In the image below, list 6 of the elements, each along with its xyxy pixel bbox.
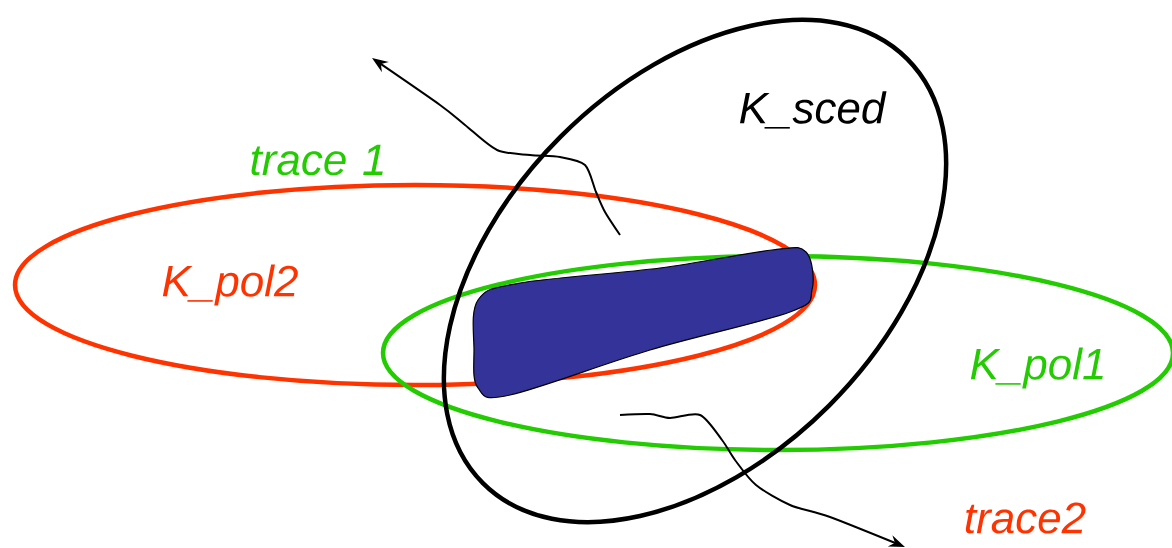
edge-label: trace2 — [965, 502, 1086, 534]
ellipse-label: K_pol2 — [162, 264, 298, 306]
ellipse-label: K_pol1 — [970, 347, 1103, 389]
ellipse-label: K_sced — [740, 91, 887, 129]
edge-label: trace 1 — [251, 144, 383, 176]
filled-region — [472, 246, 814, 399]
